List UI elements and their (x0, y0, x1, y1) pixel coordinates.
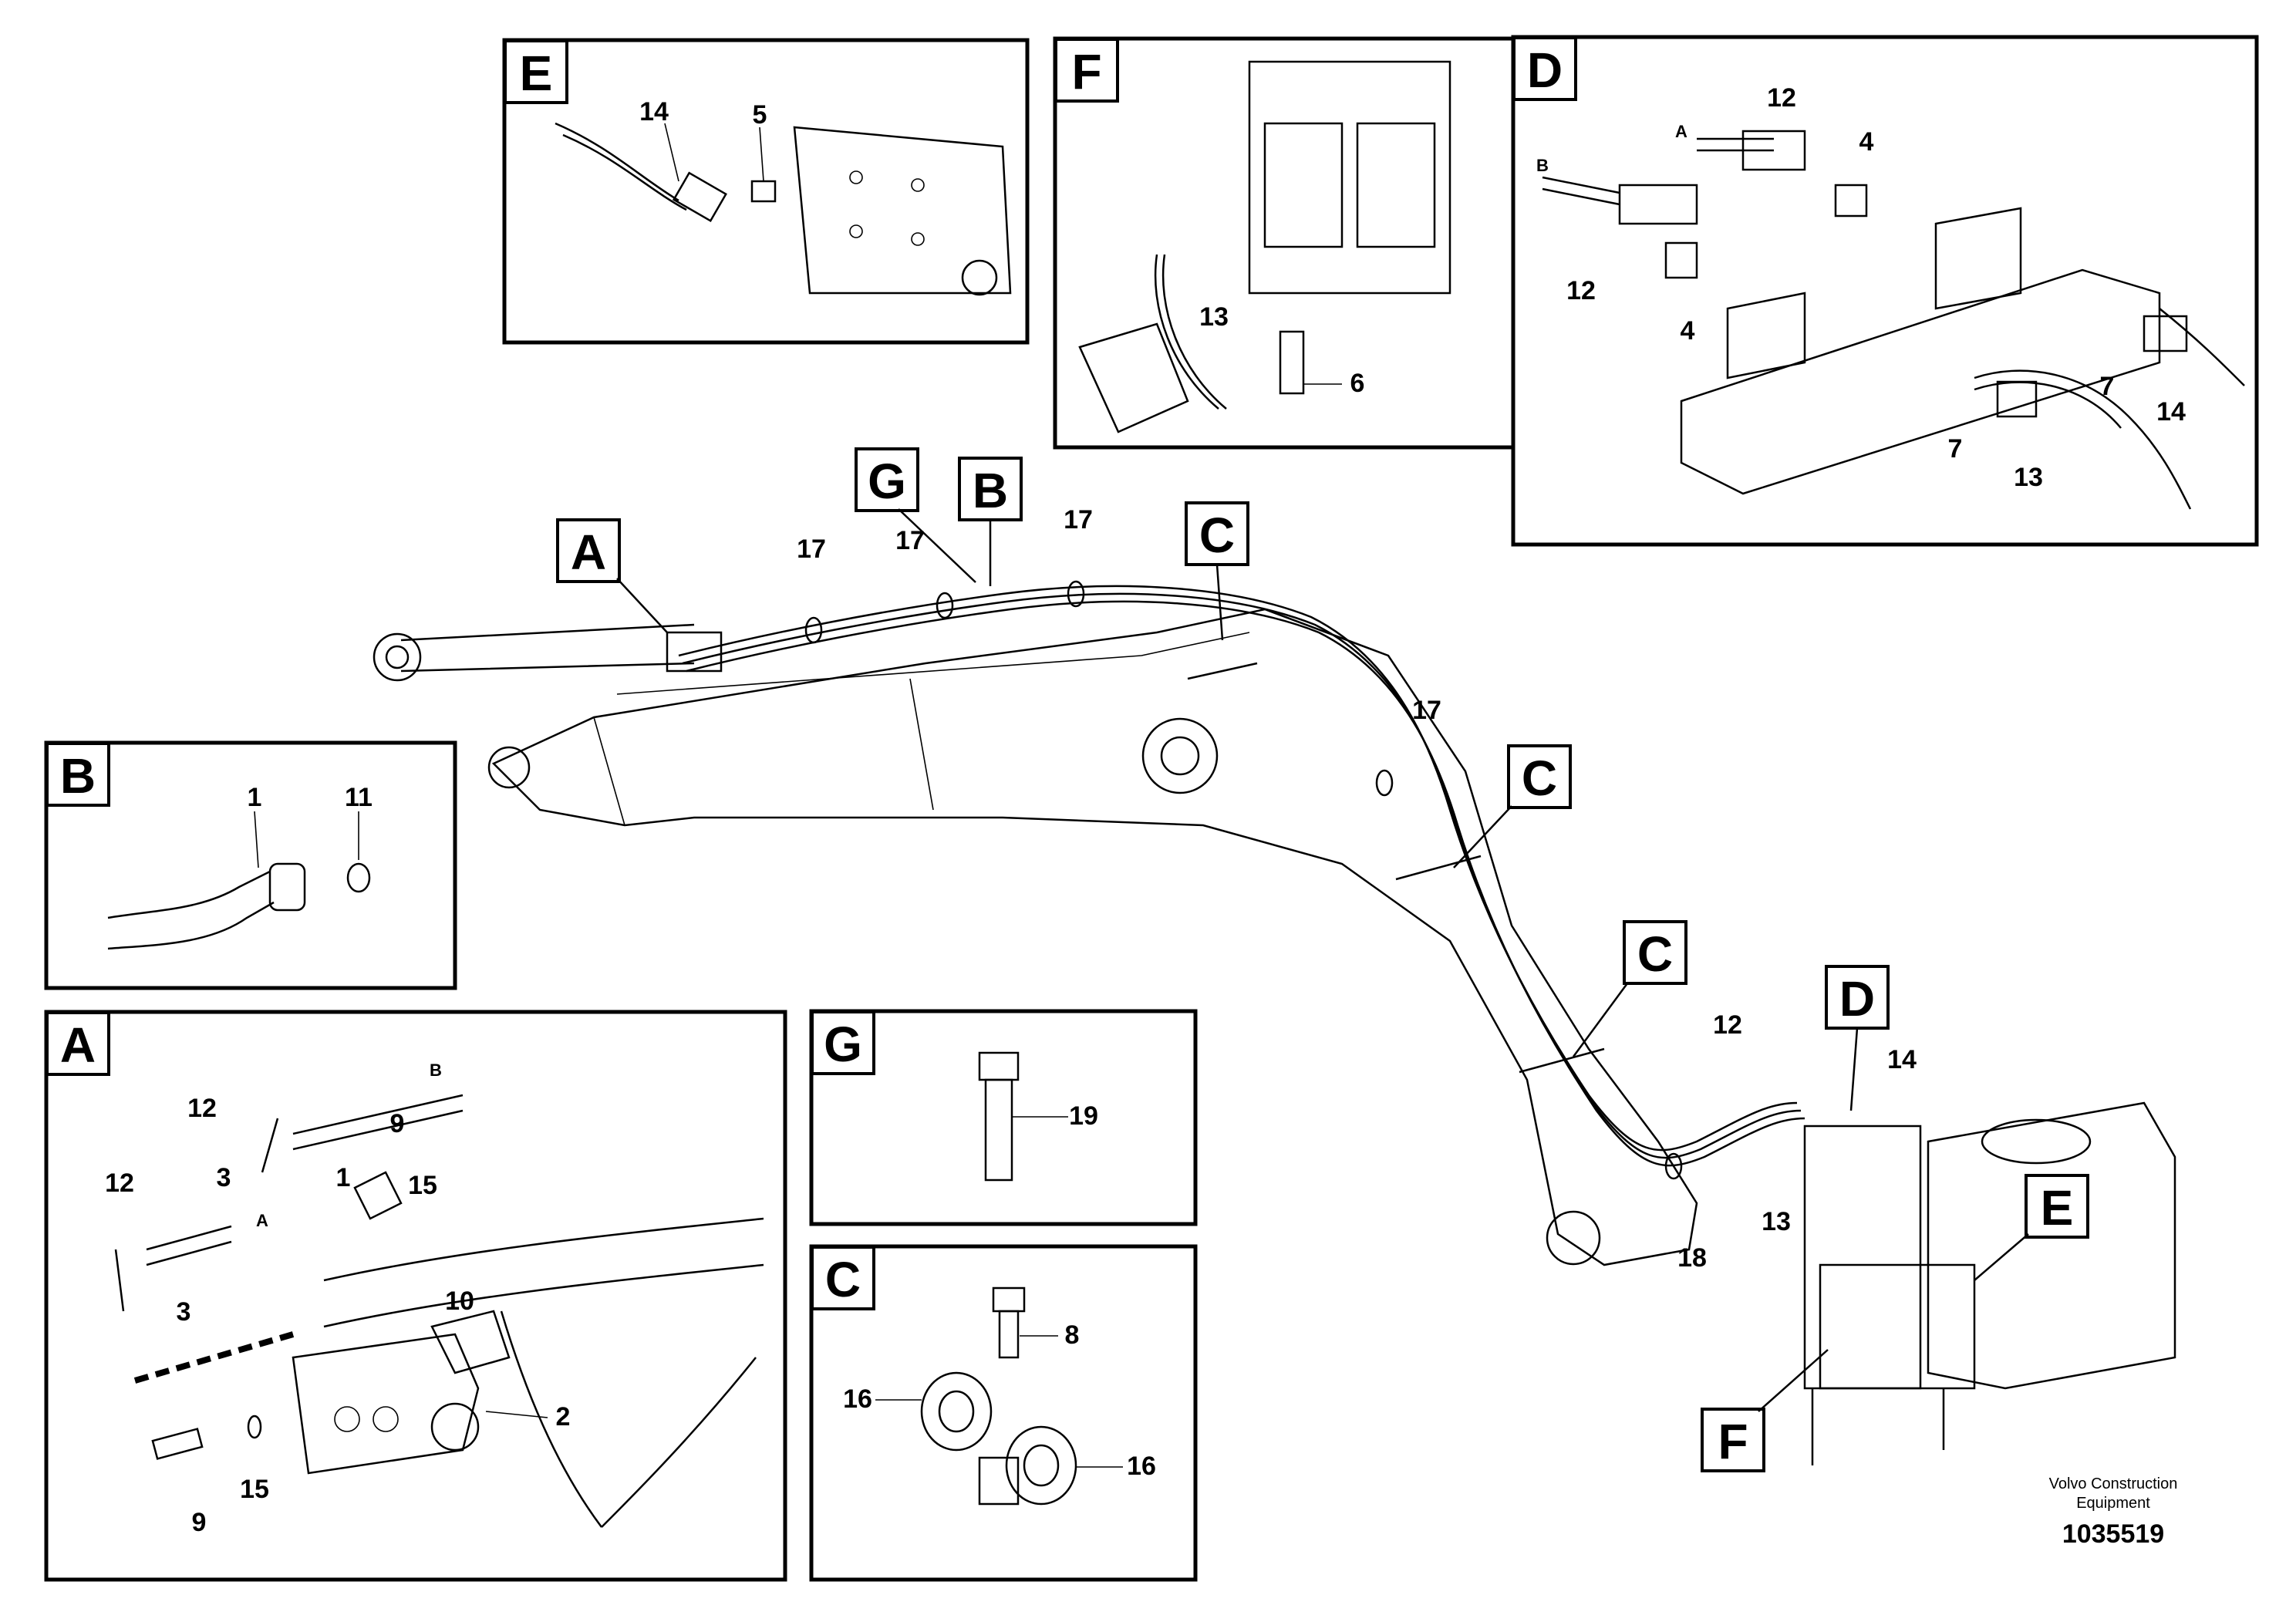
tag-d-panel: D (1527, 42, 1563, 98)
part-2-a: 2 (556, 1402, 571, 1431)
tag-c-panel: C (825, 1252, 861, 1307)
part-labels: 14 5 13 6 A B 12 4 12 4 7 14 7 13 1 11 B… (105, 83, 2186, 1537)
part-1-b: 1 (248, 783, 262, 812)
detail-panel-e (502, 38, 1030, 345)
label-a-d: A (1675, 122, 1687, 141)
part-15-a-bottom: 15 (240, 1475, 269, 1504)
detail-panel-f (1053, 36, 1525, 450)
part-13-d: 13 (2014, 463, 2043, 492)
part-19-g: 19 (1069, 1101, 1098, 1131)
tag-b-main: B (973, 463, 1008, 518)
tag-d-main: D (1839, 971, 1875, 1027)
part-3-a-top: 3 (217, 1163, 231, 1192)
credit-line-1: Volvo Construction (2049, 1475, 2178, 1492)
part-5-e: 5 (753, 100, 767, 130)
part-6-f: 6 (1350, 369, 1365, 398)
part-13-main: 13 (1762, 1207, 1791, 1236)
credit-block: Volvo Construction Equipment 1035519 (2049, 1475, 2178, 1549)
detail-panel-a (44, 1010, 787, 1582)
part-17-main-2: 17 (895, 526, 925, 555)
part-10-a: 10 (445, 1286, 474, 1316)
panel-tags: E F D B A G C A G B C C C D E (46, 36, 2089, 1472)
part-7-d-right: 7 (2100, 372, 2115, 401)
part-8-c: 8 (1065, 1320, 1080, 1350)
part-18-main: 18 (1677, 1243, 1707, 1273)
tag-e-panel: E (520, 46, 553, 101)
tag-g-panel: G (824, 1017, 862, 1072)
part-17-main-3: 17 (1064, 505, 1093, 534)
part-12-d-top: 12 (1767, 83, 1796, 113)
label-b-a: B (430, 1061, 442, 1080)
part-7-d-left: 7 (1948, 434, 1963, 464)
part-15-a-top: 15 (408, 1171, 437, 1200)
part-11-b: 11 (345, 783, 373, 812)
detail-panel-b (44, 740, 457, 990)
tag-a-panel: A (60, 1017, 96, 1073)
label-a-a: A (256, 1211, 268, 1230)
part-9-a-bottom: 9 (192, 1508, 207, 1537)
credit-line-2: Equipment (2076, 1495, 2150, 1512)
tag-a-main: A (571, 524, 606, 580)
part-16-c-left: 16 (843, 1384, 872, 1414)
tag-e-main: E (2041, 1180, 2074, 1236)
part-12-d-left: 12 (1566, 276, 1596, 305)
part-1-a: 1 (336, 1163, 351, 1192)
part-9-a-top: 9 (390, 1109, 405, 1138)
part-14-e: 14 (639, 97, 669, 126)
part-12-a-top: 12 (187, 1094, 217, 1123)
part-4-d-left: 4 (1681, 316, 1695, 346)
tag-c-main-2: C (1522, 750, 1557, 806)
detail-panel-d (1511, 35, 2259, 547)
part-14-main: 14 (1887, 1045, 1917, 1074)
document-number: 1035519 (2062, 1519, 2164, 1549)
part-16-c-right: 16 (1127, 1452, 1156, 1481)
tag-f-main: F (1718, 1414, 1748, 1469)
tag-g-main: G (868, 454, 906, 509)
tag-f-panel: F (1071, 44, 1101, 99)
boom-illustration (373, 580, 2176, 1465)
tag-b-panel: B (60, 748, 96, 804)
tag-c-main-1: C (1199, 508, 1235, 563)
label-b-d: B (1536, 156, 1549, 175)
part-3-a-left: 3 (177, 1297, 191, 1327)
part-12-main: 12 (1713, 1010, 1742, 1040)
part-4-d-top: 4 (1859, 127, 1874, 157)
part-17-main-1: 17 (797, 534, 826, 564)
part-14-d: 14 (2156, 397, 2186, 427)
part-13-f: 13 (1199, 302, 1229, 332)
part-12-a-left: 12 (105, 1168, 134, 1198)
part-17-main-4: 17 (1412, 696, 1441, 725)
tag-c-main-3: C (1637, 926, 1673, 982)
